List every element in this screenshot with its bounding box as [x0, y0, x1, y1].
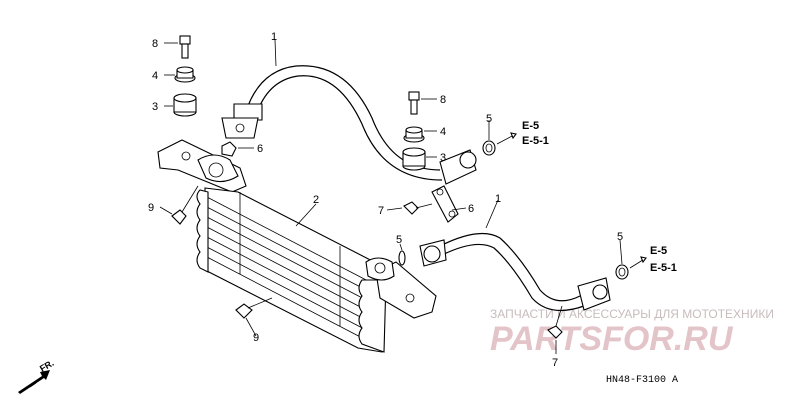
front-direction-label: FR.	[38, 358, 56, 374]
bolt-9-upper[interactable]	[171, 185, 199, 225]
callout-4-right: 4	[440, 126, 446, 138]
grommet-3-right[interactable]	[402, 147, 426, 171]
hose-clamp-6[interactable]	[431, 185, 459, 223]
nut-6-upper[interactable]	[221, 141, 237, 157]
lower-oil-hose[interactable]	[419, 232, 611, 312]
reference-e51-lower[interactable]: E-5-1	[650, 262, 677, 274]
callout-3-left: 3	[152, 101, 158, 113]
callout-9-lower: 9	[253, 332, 259, 344]
oil-cooler[interactable]	[157, 139, 437, 353]
collar-4-right[interactable]	[403, 126, 425, 143]
bolt-7-upper[interactable]	[403, 201, 433, 215]
callout-7-lower: 7	[552, 357, 558, 369]
reference-e51-upper[interactable]: E-5-1	[522, 135, 549, 147]
callout-5-upper: 5	[486, 113, 492, 125]
callout-8-left: 8	[152, 38, 158, 50]
callout-2-oil-cooler: 2	[313, 194, 319, 206]
callout-6-upper: 6	[257, 143, 263, 155]
watermark-brand: PARTSFOR.RU	[490, 320, 734, 358]
watermark-tagline: ЗАПЧАСТИ И АКСЕССУАРЫ ДЛЯ МОТОТЕХНИКИ	[490, 307, 774, 321]
callout-1-lower: 1	[495, 193, 501, 205]
leader-lines	[159, 39, 647, 354]
o-ring-5-right[interactable]	[615, 264, 629, 280]
callout-3-right: 3	[440, 152, 446, 164]
reference-e5-lower[interactable]: E-5	[650, 245, 667, 257]
front-direction-arrow-icon	[18, 370, 50, 394]
bolt-9-lower[interactable]	[235, 297, 273, 319]
callout-5-right: 5	[617, 231, 623, 243]
callout-4-left: 4	[152, 70, 158, 82]
callout-1-upper: 1	[271, 31, 277, 43]
grommet-3-left[interactable]	[173, 93, 197, 117]
callout-6-lower: 6	[468, 203, 474, 215]
o-ring-5-middle[interactable]	[398, 250, 406, 266]
reference-e5-upper[interactable]: E-5	[522, 120, 539, 132]
callout-7-upper: 7	[378, 205, 384, 217]
diagram-code: HN48-F3100 A	[606, 375, 678, 386]
o-ring-5-upper[interactable]	[482, 140, 496, 156]
callout-5-middle: 5	[396, 234, 402, 246]
bolt-8-left[interactable]	[179, 35, 191, 59]
callout-9-upper: 9	[148, 202, 154, 214]
bolt-7-lower[interactable]	[547, 305, 563, 339]
bolt-8-right[interactable]	[408, 91, 420, 115]
callout-8-right: 8	[440, 94, 446, 106]
collar-4-left[interactable]	[174, 66, 196, 83]
upper-oil-hose[interactable]	[221, 65, 477, 185]
